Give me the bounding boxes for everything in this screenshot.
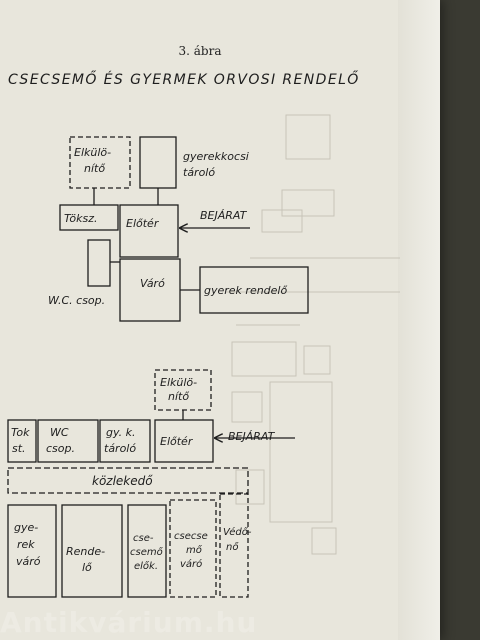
bottom-wc-label-2: csop. [46,442,75,455]
bottom-csecsemo-varo-label-3: váró [180,558,202,570]
bottom-tok-label-1: Tok [11,426,30,439]
bottom-elkulonito-label-1: Elkülö- [160,376,197,389]
top-gyerek-rendelo-room [199,266,309,314]
watermark: Antikvárium.hu [0,606,258,639]
bottom-eloter-label: Előtér [160,435,194,448]
top-gyerekkocsi-label-1: gyerekkocsi [183,150,249,163]
top-elkulonito-label-1: Elkülö- [74,146,111,159]
bottom-csecsemo-elok-label-1: cse- [133,533,154,544]
top-elkulonito-room [69,136,131,189]
figure-label: 3. ábra [178,44,222,58]
page-edge [398,0,440,640]
bottom-tok-label-2: st. [12,442,26,455]
bottom-gyerek-varo-label-1: gye- [14,521,38,534]
top-gyerekkocsi-label-2: tároló [183,166,215,179]
bottom-csecsemo-elok-label-2: csemő [130,546,164,558]
top-toksz-label: Töksz. [64,212,97,225]
top-eloter-room [119,204,179,258]
bleed-through-drawing [226,114,400,555]
bottom-kozlekedo-label: közlekedő [92,474,153,488]
bottom-vedono-label-2: nő [226,541,239,553]
bottom-bejarat-label: BEJÁRAT [228,430,276,443]
bottom-gyk-room [99,419,151,463]
top-elkulonito-label-2: nítő [84,162,105,175]
top-bejarat-label: BEJÁRAT [200,209,248,222]
bottom-csecsemo-elok-label-3: elők. [134,560,158,572]
bottom-wc-room [37,419,99,463]
bottom-rendelo-label-2: lő [82,561,92,574]
bottom-eloter-room [154,419,214,463]
top-toksz-room [59,204,119,231]
bottom-rendelo-label-1: Rende- [66,545,105,558]
book-page [0,0,440,640]
bottom-wc-label-1: WC [50,426,69,439]
top-wc-room [87,239,111,287]
top-gyerek-rendelo-label: gyerek rendelő [204,284,287,297]
floor-plan-diagram: Elkülö- nítő gyerekkocsi tároló Töksz. E… [7,136,309,598]
top-eloter-label: Előtér [126,217,160,230]
bottom-gyk-label-2: tároló [104,442,136,455]
top-varo-room [119,258,181,322]
bottom-rendelo-room [61,504,123,598]
bottom-gyerek-varo-label-2: rek [17,538,35,551]
page-title: CSECSEMŐ ÉS GYERMEK ORVOSI RENDELŐ [8,72,360,88]
bottom-vedono-label-1: Védő- [223,526,252,538]
bottom-tok-room [7,419,37,463]
bottom-gyerek-varo-label-3: váró [16,555,41,568]
top-varo-label: Váró [140,277,165,290]
top-gyerekkocsi-room [139,136,177,189]
top-wc-label: W.C. csop. [48,294,105,307]
bottom-kozlekedo-corridor [7,467,249,494]
bottom-csecsemo-varo-label-2: mő [186,544,203,556]
bottom-elkulonito-label-2: nítő [168,390,189,403]
bottom-csecsemo-varo-label-1: csecse [174,531,208,542]
bottom-vedono-room [219,493,249,598]
bottom-gyerek-varo-room [7,504,57,598]
bottom-gyk-label-1: gy. k. [106,426,136,439]
bottom-csecsemo-elok-room [127,504,167,598]
